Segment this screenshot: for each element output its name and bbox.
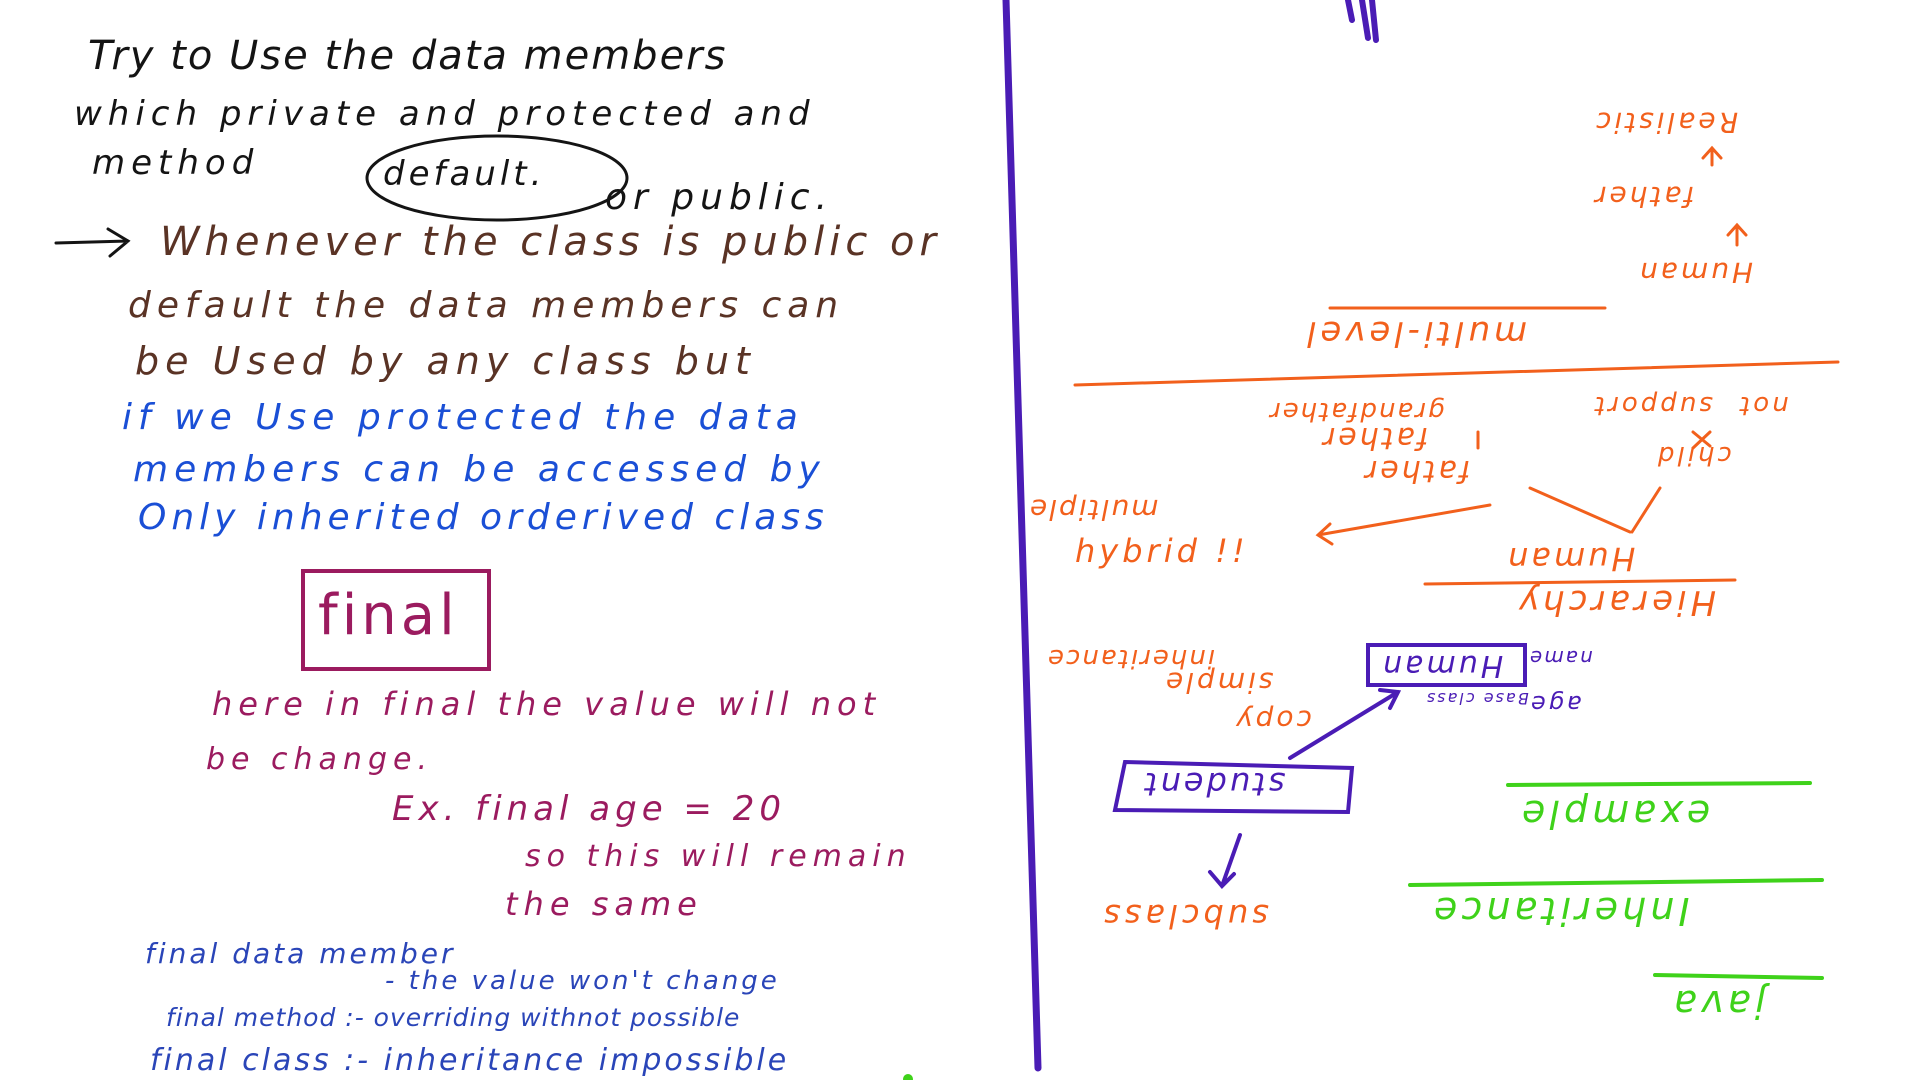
label-father-mid: father xyxy=(1320,420,1429,455)
label-inheritance: Inheritance xyxy=(1430,889,1690,933)
label-child: child xyxy=(1655,440,1732,470)
summary-line-3: final method :- overriding withnot possi… xyxy=(166,1003,741,1032)
multilevel-separator xyxy=(1073,360,1840,387)
label-hybrid: hybrid !! xyxy=(1075,532,1249,570)
final-box xyxy=(301,569,491,671)
blue-line-3: Only inherited orderived class xyxy=(138,497,829,538)
check-mark xyxy=(1630,486,1662,534)
blue-line-2: members can be accessed by xyxy=(133,449,826,490)
note-line-1: Try to Use the data members xyxy=(88,33,728,79)
arrow-line-2: default the data members can xyxy=(128,285,845,326)
label-human-mid: Human xyxy=(1505,540,1636,578)
label-base-class: Base class xyxy=(1425,689,1529,708)
label-father-top: father xyxy=(1592,180,1695,213)
label-name: name xyxy=(1528,646,1593,670)
final-desc-2: be change. xyxy=(206,742,433,777)
final-example-note-1: so this will remain xyxy=(525,839,912,874)
note-line-4: or public. xyxy=(605,177,834,218)
summary-line-4: final class :- inheritance impossible xyxy=(150,1043,790,1078)
father-arrow xyxy=(1726,222,1748,247)
label-human-top: Human xyxy=(1637,256,1753,289)
default-circle xyxy=(365,134,629,222)
label-student: student xyxy=(1142,765,1286,803)
final-keyword: final xyxy=(318,583,459,648)
human-class-box xyxy=(1366,643,1527,687)
arrow-icon xyxy=(54,227,131,258)
label-copy: copy xyxy=(1233,704,1312,737)
summary-line-1: final data member xyxy=(145,937,456,970)
note-line-2: which private and protected and xyxy=(74,94,816,134)
note-default-word: default. xyxy=(383,154,546,194)
label-father-leg: father xyxy=(1362,453,1471,488)
label-java: java xyxy=(1670,982,1766,1026)
father-to-human-line xyxy=(1528,486,1632,534)
final-example: Ex. final age = 20 xyxy=(392,789,786,829)
top-marks xyxy=(1345,0,1379,43)
hierarchy-underline xyxy=(1423,578,1737,586)
label-multiple: multiple xyxy=(1028,493,1159,526)
student-box xyxy=(1112,759,1355,815)
arrow-line-3: be Used by any class but xyxy=(135,339,756,383)
label-simple: simple xyxy=(1163,666,1274,699)
not-support-cross xyxy=(1691,430,1712,450)
label-support: support xyxy=(1592,390,1713,420)
label-hierarchy: Hierarchy xyxy=(1515,582,1717,622)
label-multi-level: multi-level xyxy=(1303,313,1528,353)
student-to-human-arrow xyxy=(1288,688,1402,760)
label-example: example xyxy=(1518,792,1711,836)
label-subclass: subclass xyxy=(1100,897,1269,935)
example-underline xyxy=(1506,781,1812,787)
summary-line-2: - the value won't change xyxy=(385,966,780,996)
blue-line-1: if we Use protected the data xyxy=(122,397,804,438)
arrow-line-1: Whenever the class is public or xyxy=(160,219,941,265)
label-not: not xyxy=(1737,390,1789,420)
page-divider-line xyxy=(1002,0,1042,1072)
inheritance-underline xyxy=(1408,878,1824,887)
final-desc-1: here in final the value will not xyxy=(212,685,882,723)
label-human-class: Human xyxy=(1380,648,1504,683)
label-realistic: Realistic xyxy=(1593,106,1739,139)
final-example-note-2: the same xyxy=(505,885,703,923)
final-dot xyxy=(903,1074,913,1080)
realistic-arrow xyxy=(1701,145,1723,167)
student-subclass-arrow xyxy=(1208,833,1242,889)
note-line-3: method xyxy=(92,143,260,183)
hybrid-arrow xyxy=(1315,503,1492,546)
label-age: age xyxy=(1528,690,1582,718)
java-underline xyxy=(1653,973,1824,980)
